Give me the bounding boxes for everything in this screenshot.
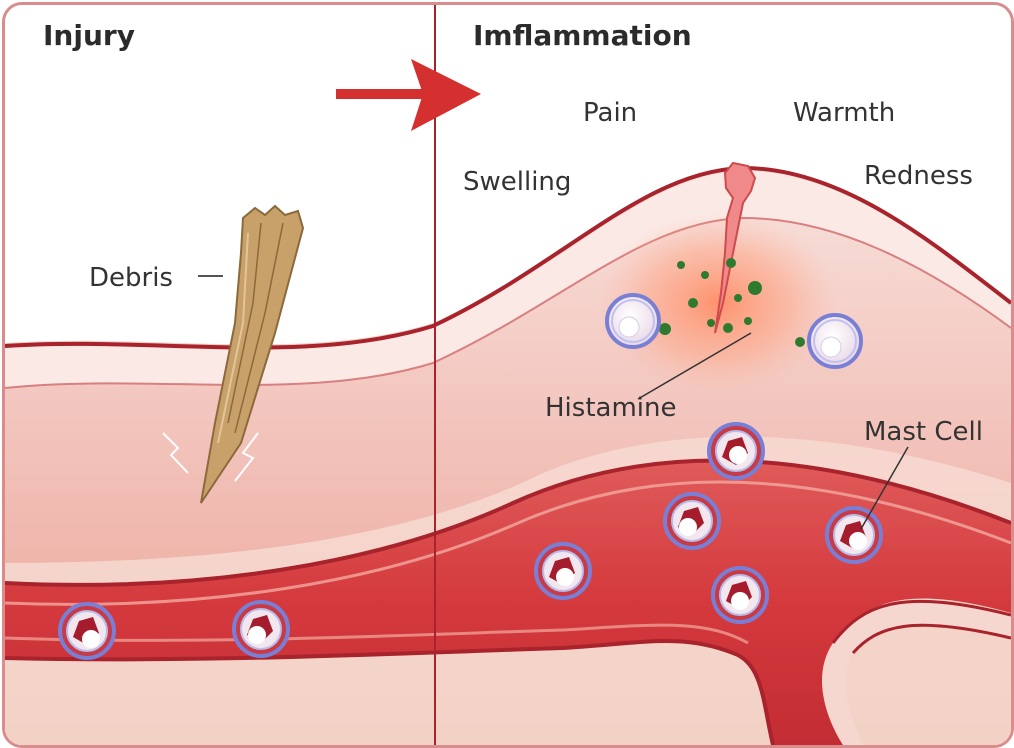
mast-cell	[807, 313, 863, 369]
injury-title: Injury	[43, 19, 135, 52]
blood-cell	[825, 506, 883, 564]
skin-inner-line	[5, 216, 1011, 389]
blood-cell	[232, 600, 290, 658]
warmth-label: Warmth	[793, 98, 895, 128]
pain-label: Pain	[583, 98, 637, 128]
histamine-label: Histamine	[545, 393, 676, 423]
inflammation-title: Imflammation	[473, 19, 692, 52]
redness-label: Redness	[864, 161, 973, 191]
debris-splinter	[200, 204, 305, 504]
irritation-marks	[162, 432, 259, 482]
transition-arrow	[336, 59, 481, 131]
wound-tear	[714, 161, 757, 334]
histamine-particles	[659, 258, 805, 347]
mast-cell-label: Mast Cell	[864, 417, 983, 447]
swelling-label: Swelling	[463, 167, 571, 197]
blood-cell	[58, 602, 116, 660]
blood-cell	[663, 492, 721, 550]
blood-cell	[534, 542, 592, 600]
inflammation-glow	[598, 213, 838, 393]
mast-cell	[605, 293, 661, 349]
mast-cell-leader	[860, 446, 909, 530]
skin-surface	[5, 165, 1011, 350]
inflammation-diagram: Injury Imflammation Pain Warmth Swelling…	[5, 5, 1011, 745]
vessel-bottom-wall	[5, 639, 775, 745]
epidermis-layer	[5, 171, 1011, 388]
blood-vessel	[5, 460, 1011, 745]
vessel-top-wall	[5, 458, 1011, 587]
blood-cell	[707, 422, 765, 480]
histamine-leader	[637, 332, 752, 400]
debris-label: Debris	[89, 263, 173, 293]
blood-cell	[711, 566, 769, 624]
